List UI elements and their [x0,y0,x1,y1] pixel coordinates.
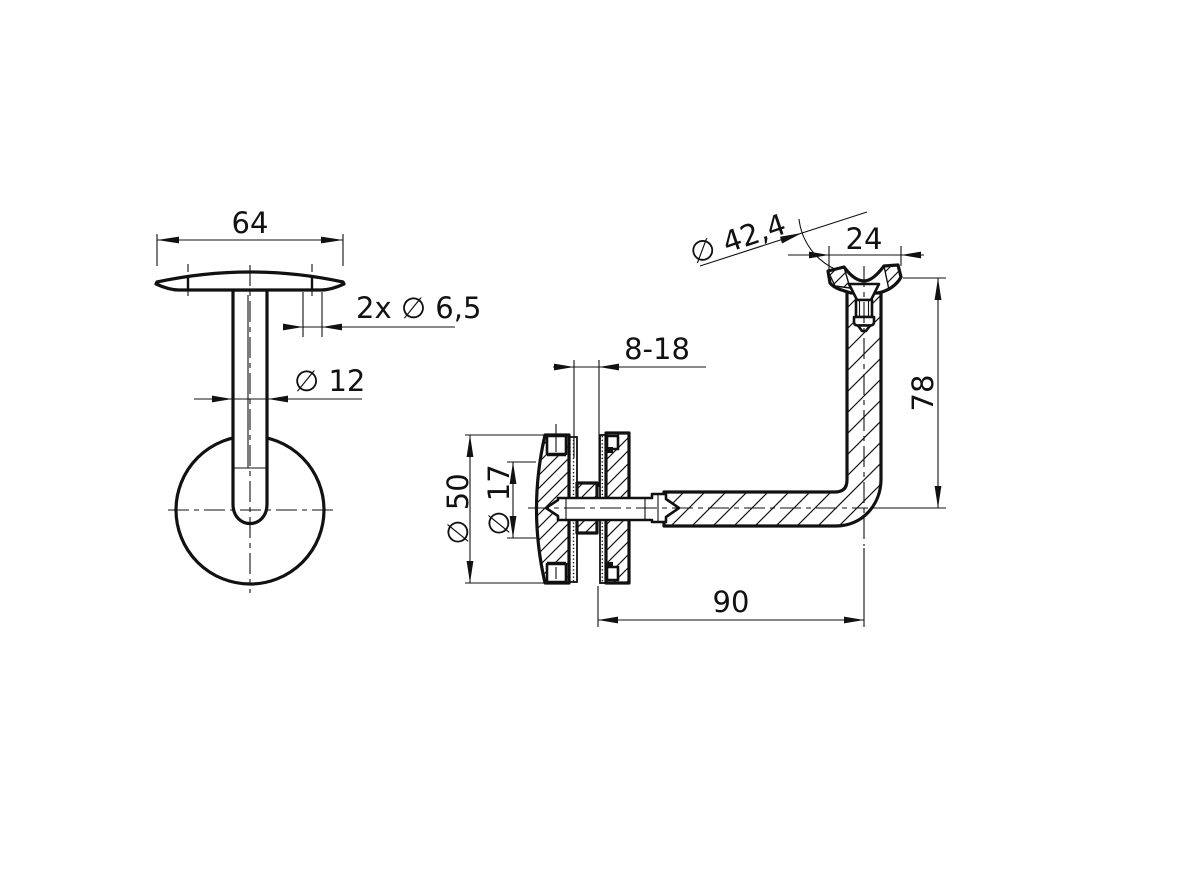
dimension-tube-diameter: ∅ 42,4 [685,207,868,271]
front-view: 64 2x ∅ 6,5 ∅ 12 [154,206,481,593]
dimension-cover-diameter: ∅ 50 [441,434,545,584]
bolt-detail-lines [565,494,659,522]
dim-label-12: ∅ 12 [294,364,365,398]
saddle-tip-right [883,264,902,291]
dim-label-17: ∅ 17 [482,464,516,535]
stem-bend-edge [233,295,267,469]
dim-label-8-18: 8-18 [624,332,690,366]
dim-label-50: ∅ 50 [441,473,475,544]
dim-label-hole: 2x ∅ 6,5 [356,291,481,325]
tube-arc [798,218,838,271]
plate-clip-bottom [607,562,613,568]
dimension-saddle-width: 24 [788,222,924,272]
plate-notch-bottom [605,565,620,582]
dimension-stem-diameter: ∅ 12 [194,364,365,403]
dim-label-78: 78 [906,375,940,412]
bracket-arm-section [662,288,883,528]
side-view: ∅ 42,4 24 78 8-18 ∅ 50 ∅ [441,207,946,627]
dim-label-64: 64 [232,206,269,240]
plate-clip-top [607,447,613,453]
dimension-projection: 90 [597,548,865,627]
dimension-adjustment-range: 8-18 [553,332,706,487]
wall-fixing-assembly [534,424,681,585]
dim-label-42-4: ∅ 42,4 [685,207,790,271]
dimension-plate-width: 64 [156,206,344,266]
dim-label-24: 24 [846,222,883,256]
saddle-screw-flats [858,301,870,316]
dimension-hub-diameter: ∅ 17 [482,461,536,539]
stem-front [231,288,269,526]
dimension-hole-spec: 2x ∅ 6,5 [283,291,481,337]
dimension-height: 78 [872,277,946,509]
dim-label-90: 90 [713,585,750,619]
